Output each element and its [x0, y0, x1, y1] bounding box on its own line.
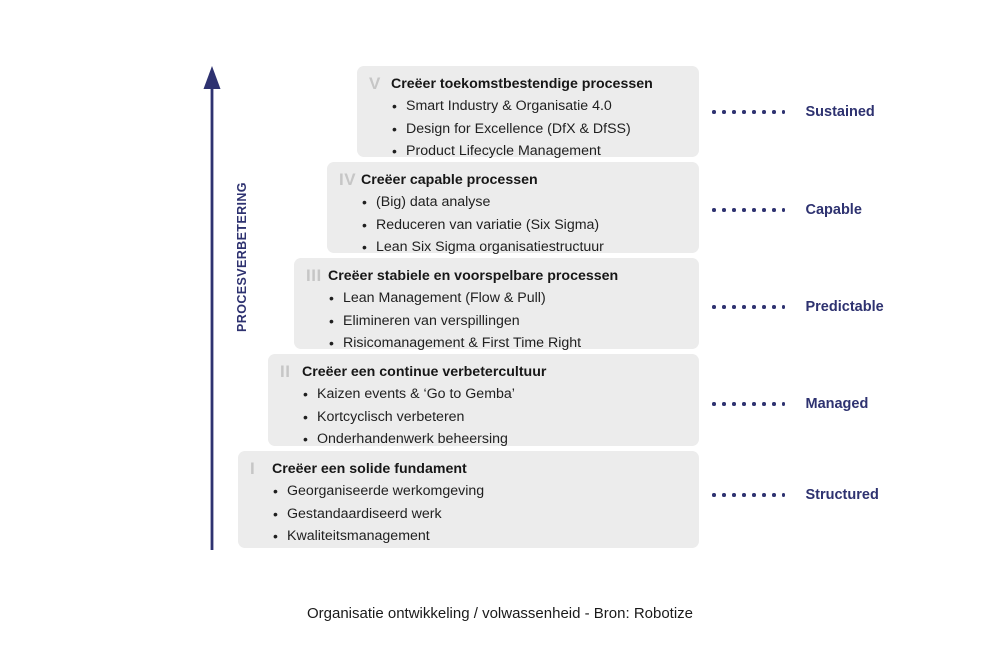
- stage-capable: Capable: [712, 200, 862, 220]
- level-numeral: I: [250, 459, 256, 478]
- maturity-level-ii[interactable]: II Creëer een continue verbetercultuur K…: [268, 354, 699, 450]
- dotted-leader-icon: [712, 493, 786, 497]
- level-bullet-list: Kaizen events & ‘Go to Gemba’ Kortcyclis…: [302, 383, 689, 451]
- stage-structured: Structured: [712, 485, 879, 505]
- stage-managed: Managed: [712, 394, 868, 414]
- level-bullet: (Big) data analyse: [361, 191, 689, 214]
- level-bullet: Kwaliteitsmanagement: [272, 525, 689, 548]
- level-title: Creëer capable processen: [361, 172, 538, 188]
- level-bullet: Reduceren van variatie (Six Sigma): [361, 214, 689, 237]
- level-title: Creëer toekomstbestendige processen: [391, 76, 653, 92]
- figure-caption: Organisatie ontwikkeling / volwassenheid…: [306, 605, 694, 622]
- stage-label: Structured: [805, 487, 879, 503]
- level-bullet: Kaizen events & ‘Go to Gemba’: [302, 383, 689, 406]
- maturity-level-iv[interactable]: IV Creëer capable processen (Big) data a…: [327, 162, 699, 258]
- level-numeral: IV: [339, 170, 357, 189]
- stage-sustained: Sustained: [712, 102, 875, 122]
- level-numeral: II: [280, 362, 291, 381]
- dotted-leader-icon: [712, 110, 786, 114]
- level-bullet: Onderhandenwerk beheersing: [302, 428, 689, 451]
- level-bullet-list: Georganiseerde werkomgeving Gestandaardi…: [272, 480, 689, 548]
- dotted-leader-icon: [712, 208, 786, 212]
- level-bullet: Risicomanagement & First Time Right: [328, 332, 689, 355]
- level-bullet: Product Lifecycle Management: [391, 140, 689, 163]
- maturity-level-v[interactable]: V Creëer toekomstbestendige processen Sm…: [357, 66, 699, 162]
- stage-predictable: Predictable: [712, 297, 884, 317]
- level-title: Creëer een solide fundament: [272, 461, 467, 477]
- dotted-leader-icon: [712, 305, 786, 309]
- level-title: Creëer een continue verbetercultuur: [302, 364, 547, 380]
- level-bullet: Lean Management (Flow & Pull): [328, 287, 689, 310]
- maturity-level-iii[interactable]: III Creëer stabiele en voorspelbare proc…: [294, 258, 699, 354]
- maturity-level-i[interactable]: I Creëer een solide fundament Georganise…: [238, 451, 699, 548]
- process-improvement-arrow-icon: [203, 64, 221, 550]
- level-bullet: Kortcyclisch verbeteren: [302, 406, 689, 429]
- stage-label: Predictable: [805, 299, 884, 315]
- level-bullet: Gestandaardiseerd werk: [272, 503, 689, 526]
- level-bullet: Smart Industry & Organisatie 4.0: [391, 95, 689, 118]
- level-bullet-list: (Big) data analyse Reduceren van variati…: [361, 191, 689, 259]
- level-title: Creëer stabiele en voorspelbare processe…: [328, 268, 619, 284]
- axis-label: PROCESVERBETERING: [235, 182, 249, 332]
- stage-label: Capable: [805, 202, 862, 218]
- level-bullet-list: Lean Management (Flow & Pull) Elimineren…: [328, 287, 689, 355]
- level-bullet-list: Smart Industry & Organisatie 4.0 Design …: [391, 95, 689, 163]
- level-bullet: Elimineren van verspillingen: [328, 310, 689, 333]
- level-numeral: III: [306, 266, 322, 285]
- level-bullet: Design for Excellence (DfX & DfSS): [391, 118, 689, 141]
- level-bullet: Georganiseerde werkomgeving: [272, 480, 689, 503]
- level-bullet: Lean Six Sigma organisatiestructuur: [361, 236, 689, 259]
- dotted-leader-icon: [712, 402, 786, 406]
- stage-label: Managed: [805, 396, 869, 412]
- level-numeral: V: [369, 74, 381, 93]
- stage-label: Sustained: [805, 104, 875, 120]
